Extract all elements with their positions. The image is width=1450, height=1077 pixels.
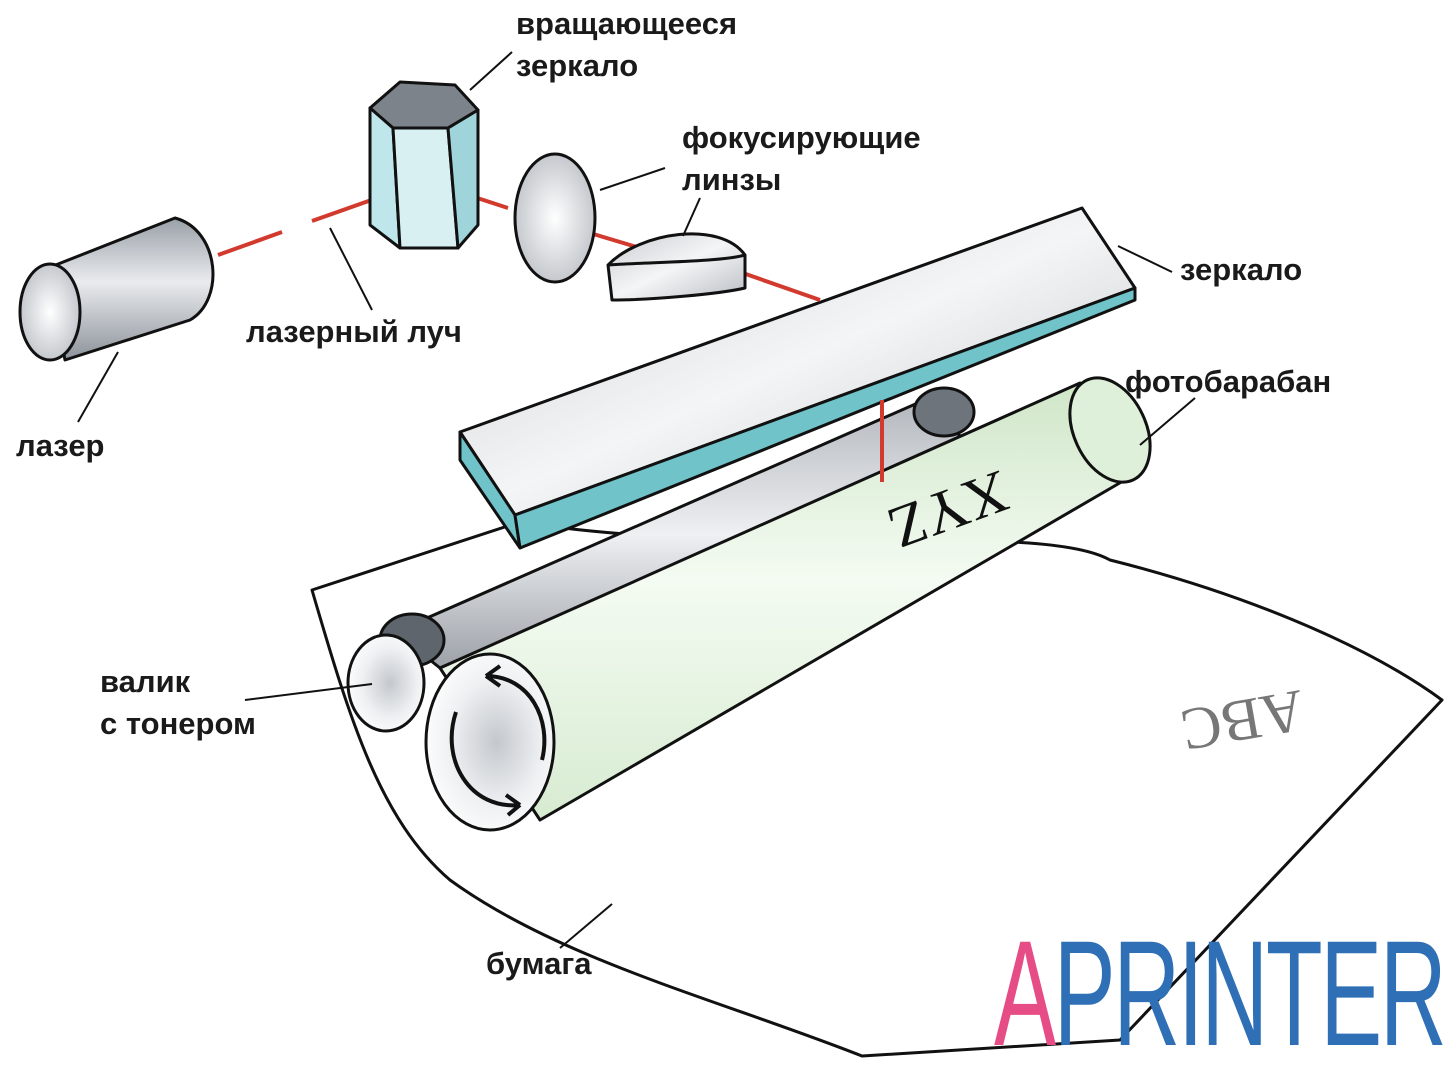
rotation-arrow-icon (449, 664, 547, 817)
label-laser-beam: лазерный луч (246, 314, 462, 349)
aprinter-logo: APRINTER (994, 918, 1447, 1068)
logo-text-printer: PRINTER (1053, 909, 1446, 1077)
toner-roller (346, 386, 976, 733)
leader-focusing-lenses (599, 167, 666, 191)
label-rotating-mirror-line2: зеркало (516, 48, 638, 83)
label-toner-roller-line1: валик (100, 664, 191, 699)
mirror-bar (458, 206, 1137, 550)
leader-focusing-lenses-2 (682, 197, 701, 237)
leader-toner-roller (244, 683, 373, 701)
focusing-lenses (513, 152, 747, 302)
label-rotating-mirror-line1: вращающееся (516, 6, 737, 41)
label-photodrum: фотобарабан (1125, 364, 1331, 399)
label-focusing-lenses-line1: фокусирующие (682, 120, 921, 155)
leader-mirror (1117, 245, 1173, 273)
logo-letter-a: A (993, 909, 1056, 1077)
laser-unit (18, 216, 215, 362)
photodrum: XYZ (424, 376, 1152, 832)
label-laser: лазер (16, 428, 105, 463)
leader-rotating-mirror (469, 51, 513, 91)
label-focusing-lenses-line2: линзы (682, 162, 781, 197)
leader-paper (559, 903, 613, 949)
label-paper: бумага (486, 946, 592, 981)
leader-photodrum (1139, 397, 1196, 446)
leader-laser (77, 351, 119, 423)
label-toner-roller-line2: с тонером (100, 706, 256, 741)
leader-laser-beam (329, 227, 373, 311)
rotating-mirror (368, 80, 480, 250)
label-mirror: зеркало (1180, 252, 1302, 287)
